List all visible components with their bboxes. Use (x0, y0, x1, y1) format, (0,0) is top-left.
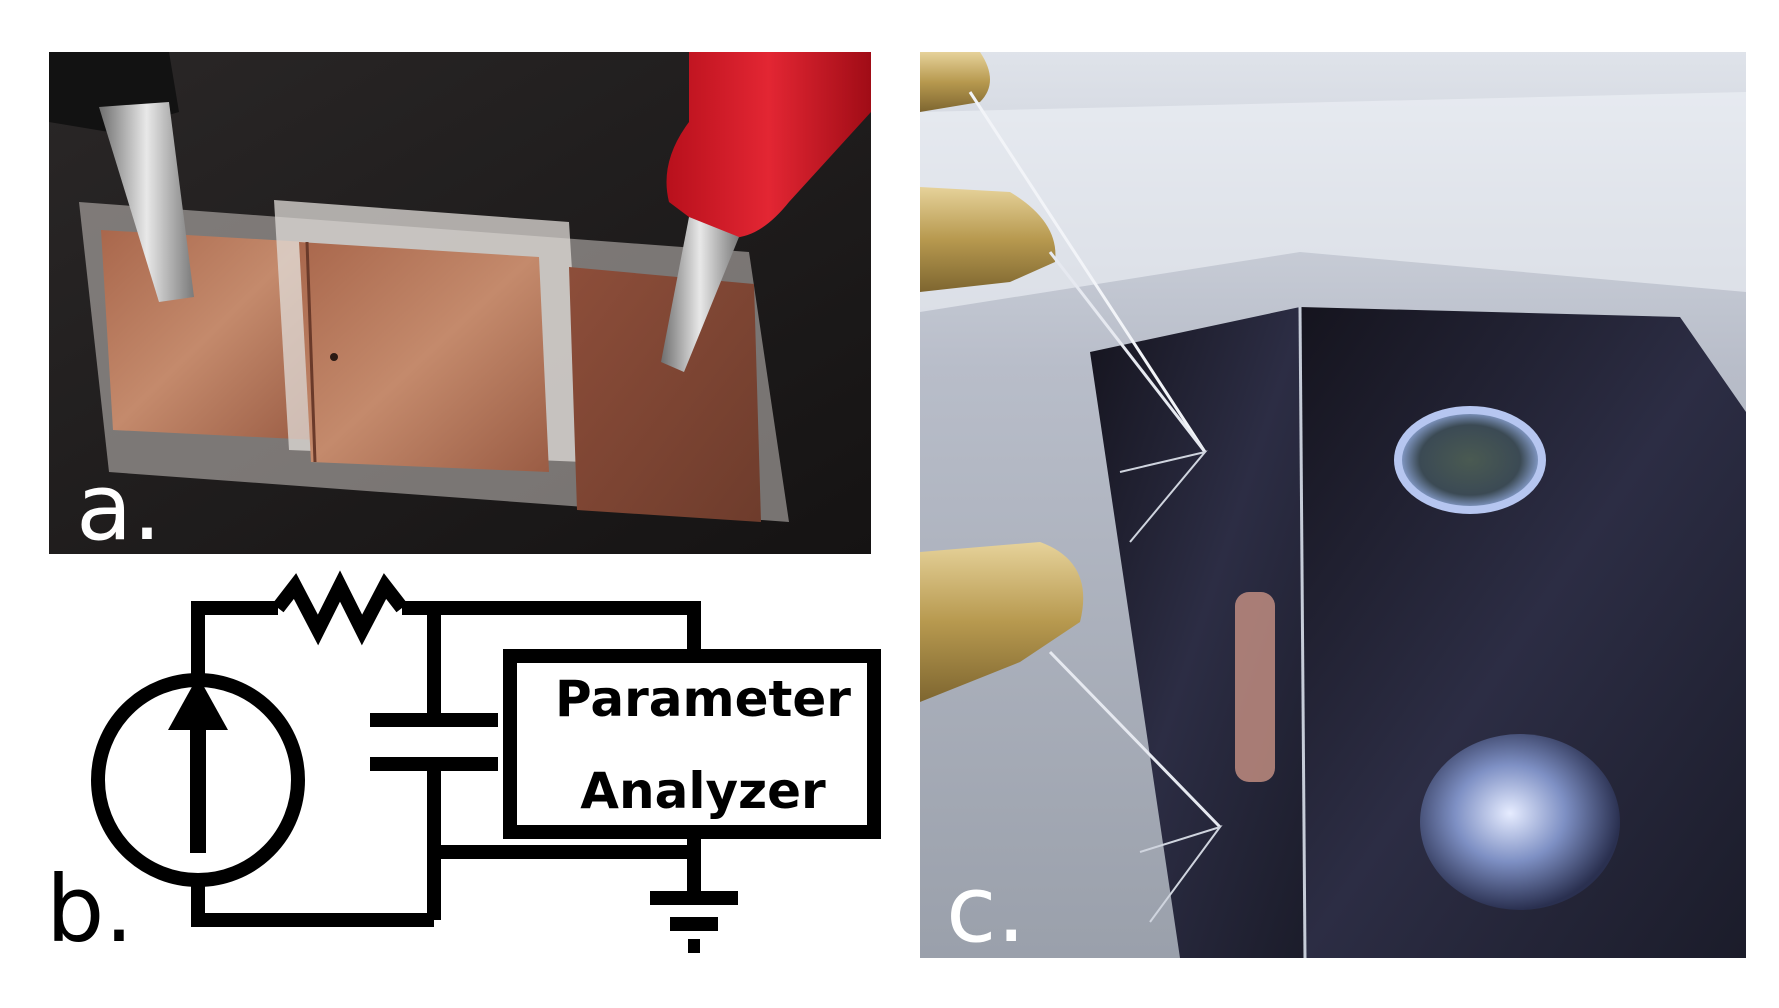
probe-station-illustration (920, 52, 1746, 958)
device-photo-illustration (49, 52, 871, 554)
brass-probe-holder-bottom (920, 542, 1084, 702)
current-source-arrow-head (168, 676, 228, 730)
wire-source-bottom (191, 880, 434, 927)
wire-top-rail (402, 601, 701, 656)
black-clip-jaw (99, 102, 194, 302)
glass-cover (920, 92, 1746, 312)
panel-label-c: c. (946, 856, 1026, 963)
photo-panel-c (920, 52, 1746, 958)
wafer-left (1090, 307, 1305, 958)
panel-label-b: b. (46, 856, 134, 963)
circuit-schematic-panel-b (40, 568, 900, 978)
wafer-edge (1298, 306, 1307, 958)
panel-label-a: a. (76, 454, 162, 561)
needle-reflection-2 (1139, 825, 1223, 923)
surface-defect (330, 353, 338, 361)
brass-probe-holder-middle (920, 187, 1056, 292)
copper-electrode-middle (299, 242, 549, 472)
red-probe-tip (661, 217, 739, 372)
copper-electrode-right (569, 267, 761, 522)
probe-needle-1 (968, 91, 1207, 453)
wire-source-top (191, 601, 278, 680)
contact-pad-top (1394, 406, 1546, 514)
circuit-schematic (91, 570, 881, 953)
red-probe-handle (666, 52, 871, 238)
resistor-symbol (272, 570, 408, 646)
photo-panel-a (49, 52, 871, 554)
contact-pad-bottom (1420, 734, 1620, 910)
pink-reflection (1235, 592, 1275, 782)
electrode-seam (305, 241, 317, 463)
probe-needle-2 (1048, 251, 1207, 453)
analyzer-label-line1: Parameter (555, 670, 851, 728)
needle-reflection-1 (1119, 450, 1208, 543)
analyzer-label-line2: Analyzer (580, 762, 826, 820)
probe-needle-3 (1048, 650, 1222, 829)
